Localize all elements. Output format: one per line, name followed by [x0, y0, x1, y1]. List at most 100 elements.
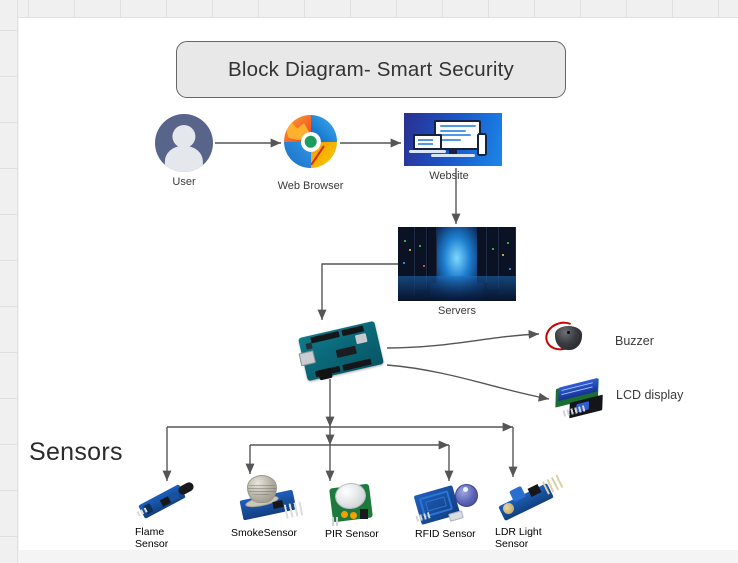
horizontal-ruler[interactable]: [0, 0, 738, 18]
diagram-canvas[interactable]: Block Diagram- Smart Security User Web B…: [19, 18, 738, 550]
ruler-tick: [442, 0, 443, 18]
rack-led: [402, 261, 405, 264]
section-heading-sensors: Sensors: [29, 438, 123, 466]
ruler-tick: [534, 0, 535, 18]
node-flame-sensor[interactable]: Flame Sensor: [135, 480, 199, 550]
node-label-website: Website: [429, 170, 469, 182]
rack-led: [419, 244, 422, 247]
gas-sensing-can: [247, 475, 277, 503]
ruler-tick: [396, 0, 397, 18]
node-label-user: User: [172, 176, 196, 188]
node-ldr-sensor[interactable]: LDR Light Sensor: [495, 473, 575, 550]
website-devices-icon: [404, 113, 502, 166]
rack-led: [509, 267, 512, 270]
usb-port: [298, 350, 317, 367]
ruler-tick: [580, 0, 581, 18]
server-rack: [477, 227, 487, 284]
node-label-web-browser: Web Browser: [277, 180, 344, 192]
phone-shape: [476, 132, 488, 156]
ruler-tick: [350, 0, 351, 18]
ruler-tick: [0, 122, 18, 123]
ruler-tick: [488, 0, 489, 18]
laptop-shape: [412, 134, 443, 151]
sensor-pins: [283, 501, 304, 519]
microcontroller-chip: [336, 345, 358, 359]
flame-sensor-icon: [135, 480, 199, 526]
node-servers[interactable]: Servers: [398, 227, 516, 317]
server-racks-icon: [398, 227, 516, 301]
reflective-floor: [398, 275, 516, 301]
web-browser-icon: [284, 115, 337, 168]
ruler-tick: [0, 536, 18, 537]
page-title: Block Diagram- Smart Security: [227, 57, 515, 81]
node-smoke-sensor[interactable]: SmokeSensor: [231, 473, 305, 548]
pin-header: [342, 358, 372, 371]
rfid-sensor-icon: [413, 480, 483, 528]
rfid-keyfob: [455, 484, 478, 507]
ruler-tick: [166, 0, 167, 18]
power-jack: [318, 367, 334, 381]
browser-center-ring: [300, 131, 321, 152]
diagram-title-block[interactable]: Block Diagram- Smart Security: [176, 41, 566, 98]
ruler-tick: [0, 352, 18, 353]
ruler-tick: [0, 444, 18, 445]
node-label-rfid-sensor: RFID Sensor: [415, 528, 476, 540]
monitor-base: [431, 153, 475, 158]
node-label-smoke-sensor: SmokeSensor: [231, 527, 297, 539]
vertical-ruler[interactable]: [0, 0, 18, 563]
ruler-tick: [74, 0, 75, 18]
ruler-tick: [0, 76, 18, 77]
user-avatar-icon: [155, 114, 213, 172]
edge-arduino-buzzer: [386, 329, 540, 349]
reset-button: [305, 342, 313, 350]
ruler-tick: [120, 0, 121, 18]
server-rack: [427, 227, 437, 284]
ruler-tick: [0, 490, 18, 491]
node-buzzer[interactable]: [541, 317, 591, 355]
avatar-body: [164, 146, 204, 172]
jumper-block: [360, 509, 368, 519]
ruler-tick: [212, 0, 213, 18]
rack-led: [408, 249, 411, 252]
ruler-tick: [718, 0, 719, 18]
rack-led: [403, 240, 406, 243]
node-pir-sensor[interactable]: PIR Sensor: [325, 480, 383, 548]
ruler-tick: [258, 0, 259, 18]
edge-arduino-lcd: [386, 364, 550, 402]
ldr-sensor-icon: [495, 473, 575, 526]
server-rack: [486, 227, 500, 290]
ruler-tick: [0, 398, 18, 399]
secondary-chip: [354, 332, 368, 344]
ruler-tick: [0, 306, 18, 307]
trim-potentiometer: [341, 511, 348, 518]
node-rfid-sensor[interactable]: RFID Sensor: [413, 480, 483, 548]
buzzer-icon: [541, 317, 591, 355]
node-label-flame-sensor: Flame Sensor: [135, 526, 169, 550]
pir-sensor-icon: [325, 480, 383, 528]
node-lcd-display[interactable]: [553, 377, 613, 420]
node-label-lcd-display: LCD display: [616, 388, 684, 402]
node-label-pir-sensor: PIR Sensor: [325, 528, 379, 540]
monitor-stand: [449, 149, 457, 154]
node-user[interactable]: User: [155, 114, 213, 188]
ruler-tick: [0, 30, 18, 31]
buzzer-body: [555, 326, 582, 350]
node-label-servers: Servers: [438, 305, 476, 317]
monitor-shape: [434, 119, 482, 150]
node-website[interactable]: Website: [404, 113, 502, 182]
sensor-pins: [332, 517, 340, 526]
node-arduino[interactable]: [297, 320, 387, 382]
node-label-buzzer: Buzzer: [615, 334, 654, 348]
node-web-browser[interactable]: Web Browser: [278, 115, 343, 192]
ruler-tick: [0, 214, 18, 215]
pin-header: [310, 331, 340, 344]
ruler-tick: [0, 168, 18, 169]
ruler-tick: [304, 0, 305, 18]
rack-led: [491, 247, 494, 250]
edge-servers-arduino: [317, 263, 398, 320]
rack-led: [506, 241, 509, 244]
arduino-board-icon: [297, 320, 387, 382]
lcd-display-icon: [553, 377, 613, 420]
trim-potentiometer: [350, 512, 357, 519]
laptop-base: [408, 150, 447, 154]
